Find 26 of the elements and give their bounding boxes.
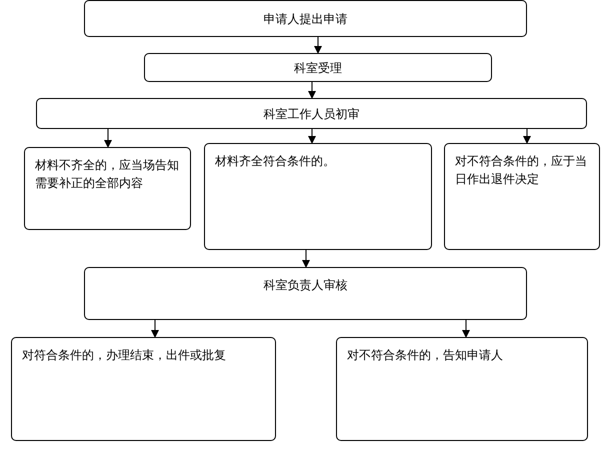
step-text: 对不符合条件的，告知申请人 (347, 348, 503, 362)
process-box (84, 0, 527, 37)
step-text: 对符合条件的，办理结束，出件或批复 (22, 348, 226, 362)
step-text: 申请人提出申请 (264, 10, 348, 28)
arrow (151, 320, 159, 338)
arrow (104, 128, 112, 148)
process-box (444, 143, 600, 250)
arrow (308, 82, 316, 99)
process-box (204, 143, 432, 250)
arrow (462, 320, 470, 338)
arrow (314, 36, 322, 54)
step-text: 科室负责人审核 (264, 277, 348, 294)
arrow (302, 250, 310, 268)
process-box (36, 98, 587, 129)
arrow (523, 128, 531, 144)
step-text: 科室受理 (294, 60, 342, 76)
arrow (308, 128, 316, 144)
process-box (24, 147, 191, 230)
step-text: 材料不齐全的，应当场告知需要补正的全部内容 (35, 158, 179, 190)
process-box (144, 53, 492, 82)
process-box (11, 337, 276, 441)
process-box (336, 337, 588, 441)
step-text: 材料齐全符合条件的。 (215, 154, 335, 168)
process-box (84, 267, 527, 320)
step-text: 科室工作人员初审 (264, 106, 360, 122)
step-text: 对不符合条件的，应于当日作出退件决定 (455, 154, 587, 186)
